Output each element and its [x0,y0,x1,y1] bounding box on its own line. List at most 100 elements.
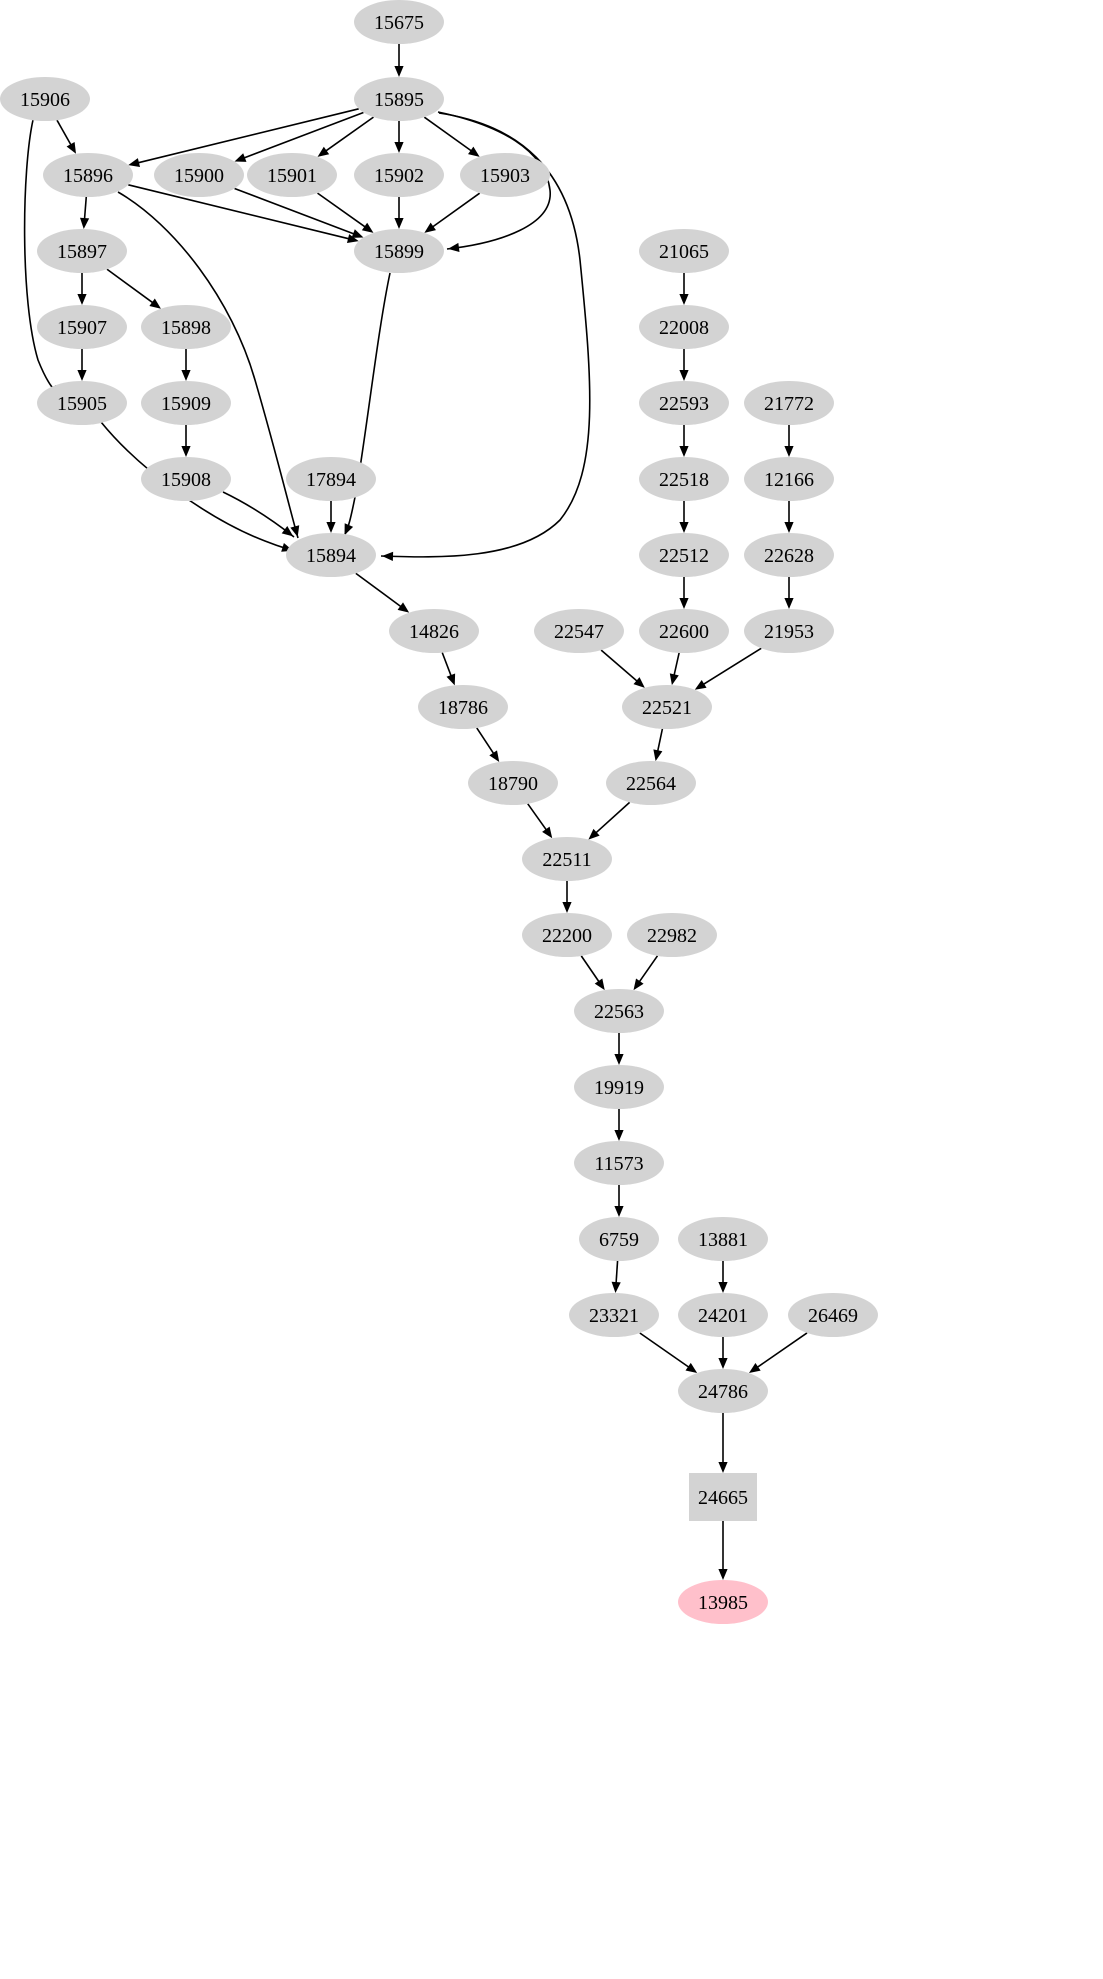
node-ellipse-22521[interactable] [622,685,712,729]
graph-node-15675[interactable]: 15675 [354,0,444,44]
node-ellipse-15899[interactable] [354,229,444,273]
node-ellipse-22982[interactable] [627,913,717,957]
graph-node-21953[interactable]: 21953 [744,609,834,653]
graph-node-15908[interactable]: 15908 [141,457,231,501]
graph-node-15906[interactable]: 15906 [0,77,90,121]
graph-node-22511[interactable]: 22511 [522,837,612,881]
node-ellipse-22512[interactable] [639,533,729,577]
graph-node-24786[interactable]: 24786 [678,1369,768,1413]
node-ellipse-6759[interactable] [579,1217,659,1261]
node-ellipse-11573[interactable] [574,1141,664,1185]
graph-node-22563[interactable]: 22563 [574,989,664,1033]
node-ellipse-22563[interactable] [574,989,664,1033]
node-ellipse-22564[interactable] [606,761,696,805]
node-ellipse-22628[interactable] [744,533,834,577]
graph-node-19919[interactable]: 19919 [574,1065,664,1109]
node-ellipse-23321[interactable] [569,1293,659,1337]
graph-node-18786[interactable]: 18786 [418,685,508,729]
graph-node-22547[interactable]: 22547 [534,609,624,653]
node-ellipse-22511[interactable] [522,837,612,881]
edge-13881-to-24201 [718,1261,728,1293]
node-ellipse-24786[interactable] [678,1369,768,1413]
graph-node-22518[interactable]: 22518 [639,457,729,501]
node-ellipse-22200[interactable] [522,913,612,957]
node-ellipse-15898[interactable] [141,305,231,349]
node-ellipse-26469[interactable] [788,1293,878,1337]
node-ellipse-14826[interactable] [389,609,479,653]
graph-node-15902[interactable]: 15902 [354,153,444,197]
graph-node-15898[interactable]: 15898 [141,305,231,349]
node-ellipse-15897[interactable] [37,229,127,273]
node-box-24665[interactable] [689,1473,757,1521]
node-ellipse-13985[interactable] [678,1580,768,1624]
edge-line [595,801,631,834]
graph-node-22628[interactable]: 22628 [744,533,834,577]
graph-node-14826[interactable]: 14826 [389,609,479,653]
graph-node-15896[interactable]: 15896 [43,153,133,197]
node-ellipse-15901[interactable] [247,153,337,197]
node-ellipse-15894[interactable] [286,533,376,577]
node-ellipse-22600[interactable] [639,609,729,653]
graph-node-22600[interactable]: 22600 [639,609,729,653]
node-ellipse-15900[interactable] [154,153,244,197]
graph-node-21065[interactable]: 21065 [639,229,729,273]
node-ellipse-19919[interactable] [574,1065,664,1109]
graph-node-11573[interactable]: 11573 [574,1141,664,1185]
graph-node-15895[interactable]: 15895 [354,77,444,121]
node-ellipse-21065[interactable] [639,229,729,273]
graph-node-18790[interactable]: 18790 [468,761,558,805]
node-ellipse-15905[interactable] [37,381,127,425]
graph-node-6759[interactable]: 6759 [579,1217,659,1261]
node-ellipse-12166[interactable] [744,457,834,501]
node-ellipse-15903[interactable] [460,153,550,197]
node-ellipse-17894[interactable] [286,457,376,501]
edge-arrowhead [394,66,404,77]
graph-node-22008[interactable]: 22008 [639,305,729,349]
node-ellipse-21953[interactable] [744,609,834,653]
node-ellipse-22518[interactable] [639,457,729,501]
node-ellipse-13881[interactable] [678,1217,768,1261]
edge-arrowhead [394,218,404,229]
graph-node-15899[interactable]: 15899 [354,229,444,273]
graph-node-26469[interactable]: 26469 [788,1293,878,1337]
graph-node-15905[interactable]: 15905 [37,381,127,425]
graph-node-15894[interactable]: 15894 [286,533,376,577]
node-ellipse-15909[interactable] [141,381,231,425]
node-ellipse-15906[interactable] [0,77,90,121]
graph-node-15909[interactable]: 15909 [141,381,231,425]
graph-node-22521[interactable]: 22521 [622,685,712,729]
graph-node-22512[interactable]: 22512 [639,533,729,577]
node-ellipse-15902[interactable] [354,153,444,197]
node-ellipse-15896[interactable] [43,153,133,197]
node-ellipse-15895[interactable] [354,77,444,121]
graph-node-13881[interactable]: 13881 [678,1217,768,1261]
graph-node-13985[interactable]: 13985 [678,1580,768,1624]
graph-node-15903[interactable]: 15903 [460,153,550,197]
graph-node-15907[interactable]: 15907 [37,305,127,349]
edge-arrowhead [80,217,90,230]
graph-node-15897[interactable]: 15897 [37,229,127,273]
node-ellipse-18786[interactable] [418,685,508,729]
graph-node-15901[interactable]: 15901 [247,153,337,197]
edge-15899-to-15894 [343,272,391,537]
node-ellipse-15908[interactable] [141,457,231,501]
graph-node-22593[interactable]: 22593 [639,381,729,425]
node-ellipse-22008[interactable] [639,305,729,349]
graph-node-22200[interactable]: 22200 [522,913,612,957]
graph-node-12166[interactable]: 12166 [744,457,834,501]
graph-node-22564[interactable]: 22564 [606,761,696,805]
node-ellipse-15907[interactable] [37,305,127,349]
graph-node-23321[interactable]: 23321 [569,1293,659,1337]
node-ellipse-22593[interactable] [639,381,729,425]
node-ellipse-21772[interactable] [744,381,834,425]
graph-node-17894[interactable]: 17894 [286,457,376,501]
node-ellipse-15675[interactable] [354,0,444,44]
node-ellipse-24201[interactable] [678,1293,768,1337]
graph-node-15900[interactable]: 15900 [154,153,244,197]
node-ellipse-18790[interactable] [468,761,558,805]
graph-node-24665[interactable]: 24665 [689,1473,757,1521]
graph-node-22982[interactable]: 22982 [627,913,717,957]
graph-node-21772[interactable]: 21772 [744,381,834,425]
graph-node-24201[interactable]: 24201 [678,1293,768,1337]
node-ellipse-22547[interactable] [534,609,624,653]
